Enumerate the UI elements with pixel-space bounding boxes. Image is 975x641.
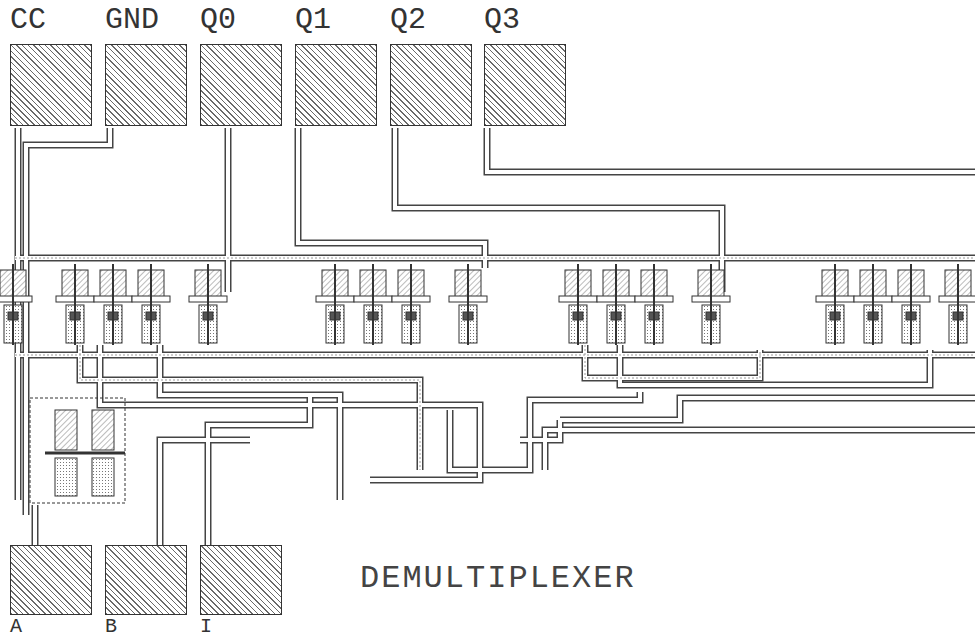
bond-pad: A bbox=[10, 545, 92, 639]
pin-name: CC bbox=[10, 2, 92, 38]
pad-metal bbox=[200, 545, 282, 615]
metal-track bbox=[15, 128, 975, 545]
pad-metal bbox=[484, 44, 566, 126]
pin-name: Q1 bbox=[295, 2, 377, 38]
pin-name: Q2 bbox=[390, 2, 472, 38]
pad-metal bbox=[105, 44, 187, 126]
bond-pad: Q2 bbox=[390, 2, 472, 126]
pad-metal bbox=[390, 44, 472, 126]
bond-pad: B bbox=[105, 545, 187, 639]
pad-metal bbox=[295, 44, 377, 126]
bond-pad: Q1 bbox=[295, 2, 377, 126]
transistor-cells bbox=[0, 264, 975, 503]
pin-name: A bbox=[10, 615, 92, 639]
pad-metal bbox=[200, 44, 282, 126]
pin-name: Q3 bbox=[484, 2, 566, 38]
pin-name: GND bbox=[105, 2, 187, 38]
pin-name: I bbox=[200, 615, 282, 639]
bond-pad: Q3 bbox=[484, 2, 566, 126]
bond-pad: CC bbox=[10, 2, 92, 126]
pin-name: Q0 bbox=[200, 2, 282, 38]
pin-name: B bbox=[105, 615, 187, 639]
bond-pad: GND bbox=[105, 2, 187, 126]
bond-pad: Q0 bbox=[200, 2, 282, 126]
pad-metal bbox=[105, 545, 187, 615]
diagram-title: DEMULTIPLEXER bbox=[360, 560, 636, 598]
pad-metal bbox=[10, 545, 92, 615]
pad-metal bbox=[10, 44, 92, 126]
bond-pad: I bbox=[200, 545, 282, 639]
